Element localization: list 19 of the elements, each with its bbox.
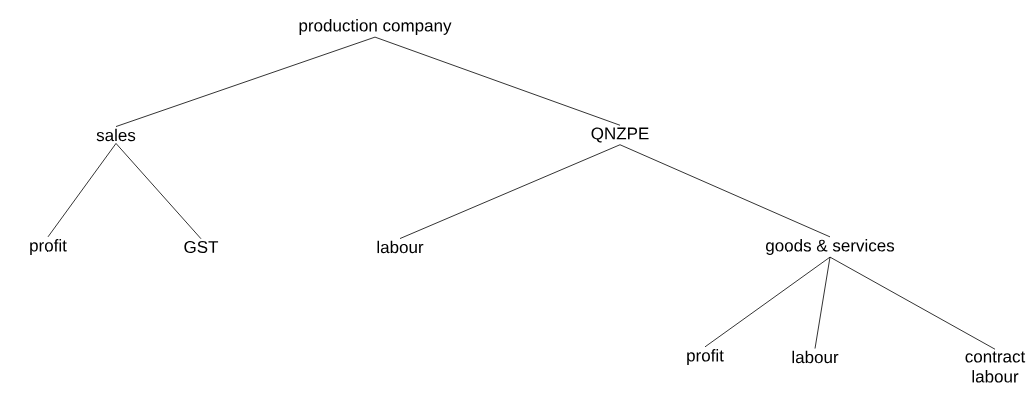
tree-line xyxy=(374,36,621,126)
tree-line xyxy=(704,256,831,348)
node-label: sales xyxy=(96,128,136,142)
node-label: QNZPE xyxy=(591,127,649,143)
tree-line xyxy=(619,144,831,238)
node-label: profit xyxy=(30,239,67,255)
node-label: labour xyxy=(792,350,839,364)
tree-line xyxy=(115,143,202,240)
tree-line xyxy=(399,144,621,239)
node-label: labour xyxy=(377,240,424,254)
node-label: contract labour xyxy=(965,351,1026,383)
node-label: GST xyxy=(184,241,219,253)
node-label: production company xyxy=(299,19,452,35)
node-label: goods & services xyxy=(766,239,895,255)
node-label: profit xyxy=(687,349,724,365)
tree-line xyxy=(829,256,996,350)
tree-line xyxy=(814,256,831,349)
tree-line xyxy=(47,143,117,238)
tree-line xyxy=(115,36,376,127)
